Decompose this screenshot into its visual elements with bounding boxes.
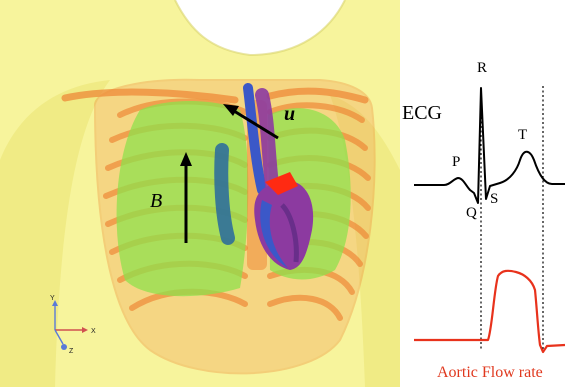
- ecg-title: ECG: [402, 102, 442, 124]
- descending-aorta: [221, 150, 228, 238]
- ecg-wave-r: R: [477, 60, 487, 76]
- u-velocity-label: u: [284, 103, 295, 125]
- axis-z-label: Z: [69, 348, 74, 355]
- aortic-flow-trace: [414, 271, 565, 352]
- ecg-wave-p: P: [452, 154, 460, 170]
- ecg-wave-t: T: [518, 127, 527, 143]
- torso-model-panel: B u Y X Z: [0, 0, 400, 387]
- ecg-wave-q: Q: [466, 205, 477, 221]
- aortic-flow-caption: Aortic Flow rate: [437, 364, 543, 381]
- axis-y-label: Y: [50, 295, 55, 302]
- axis-x-label: X: [91, 328, 96, 335]
- ecg-wave-s: S: [490, 191, 498, 207]
- signals-panel: ECG R P T Q S Aortic Flow rate: [402, 60, 565, 381]
- b-field-label: B: [150, 190, 162, 212]
